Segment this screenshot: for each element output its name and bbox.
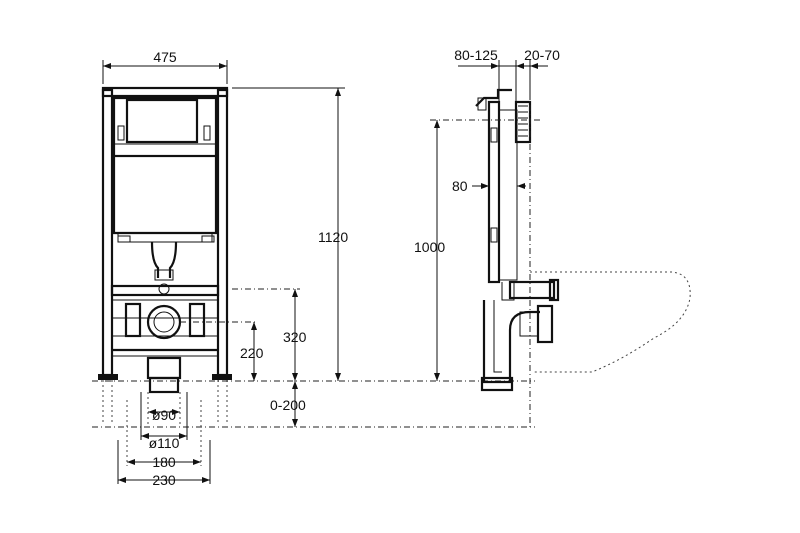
- cross-bar: [110, 284, 220, 297]
- dim-1120-label: 1120: [318, 229, 348, 245]
- waste-outlet: [146, 304, 182, 340]
- dim-20-70-label: 20-70: [524, 47, 560, 63]
- dim-180-label: 180: [152, 454, 176, 470]
- front-view: [98, 86, 232, 425]
- left-post: [101, 88, 114, 377]
- top-bar: [101, 86, 229, 98]
- dim-475-label: 475: [153, 49, 177, 65]
- dim-230-label: 230: [152, 472, 176, 488]
- flush-plate-opening: [125, 98, 199, 144]
- dim-pipe-110-label: ø110: [149, 435, 180, 451]
- toilet-pan-outline: [530, 271, 691, 373]
- dim-80-label: 80: [452, 178, 468, 194]
- dim-0-200-label: 0-200: [270, 397, 306, 413]
- right-foot: [212, 374, 232, 380]
- left-foot: [98, 374, 118, 380]
- cistern: [112, 96, 218, 158]
- cistern-body: [112, 156, 218, 235]
- flush-pipe: [150, 241, 178, 278]
- drain-connector: [146, 356, 182, 380]
- dim-80-125-label: 80-125: [454, 47, 498, 63]
- dim-pipe-90-label: ø90: [152, 407, 176, 423]
- dim-1000-label: 1000: [414, 239, 445, 255]
- side-dimensions: 80-125 20-70 80 1000: [414, 47, 560, 381]
- right-post: [216, 88, 229, 377]
- dim-220-label: 220: [240, 345, 264, 361]
- front-dimensions: 475 1120 320 220 0-200 ø90 ø110: [102, 49, 348, 488]
- dim-320-label: 320: [283, 329, 307, 345]
- side-view: [475, 88, 691, 430]
